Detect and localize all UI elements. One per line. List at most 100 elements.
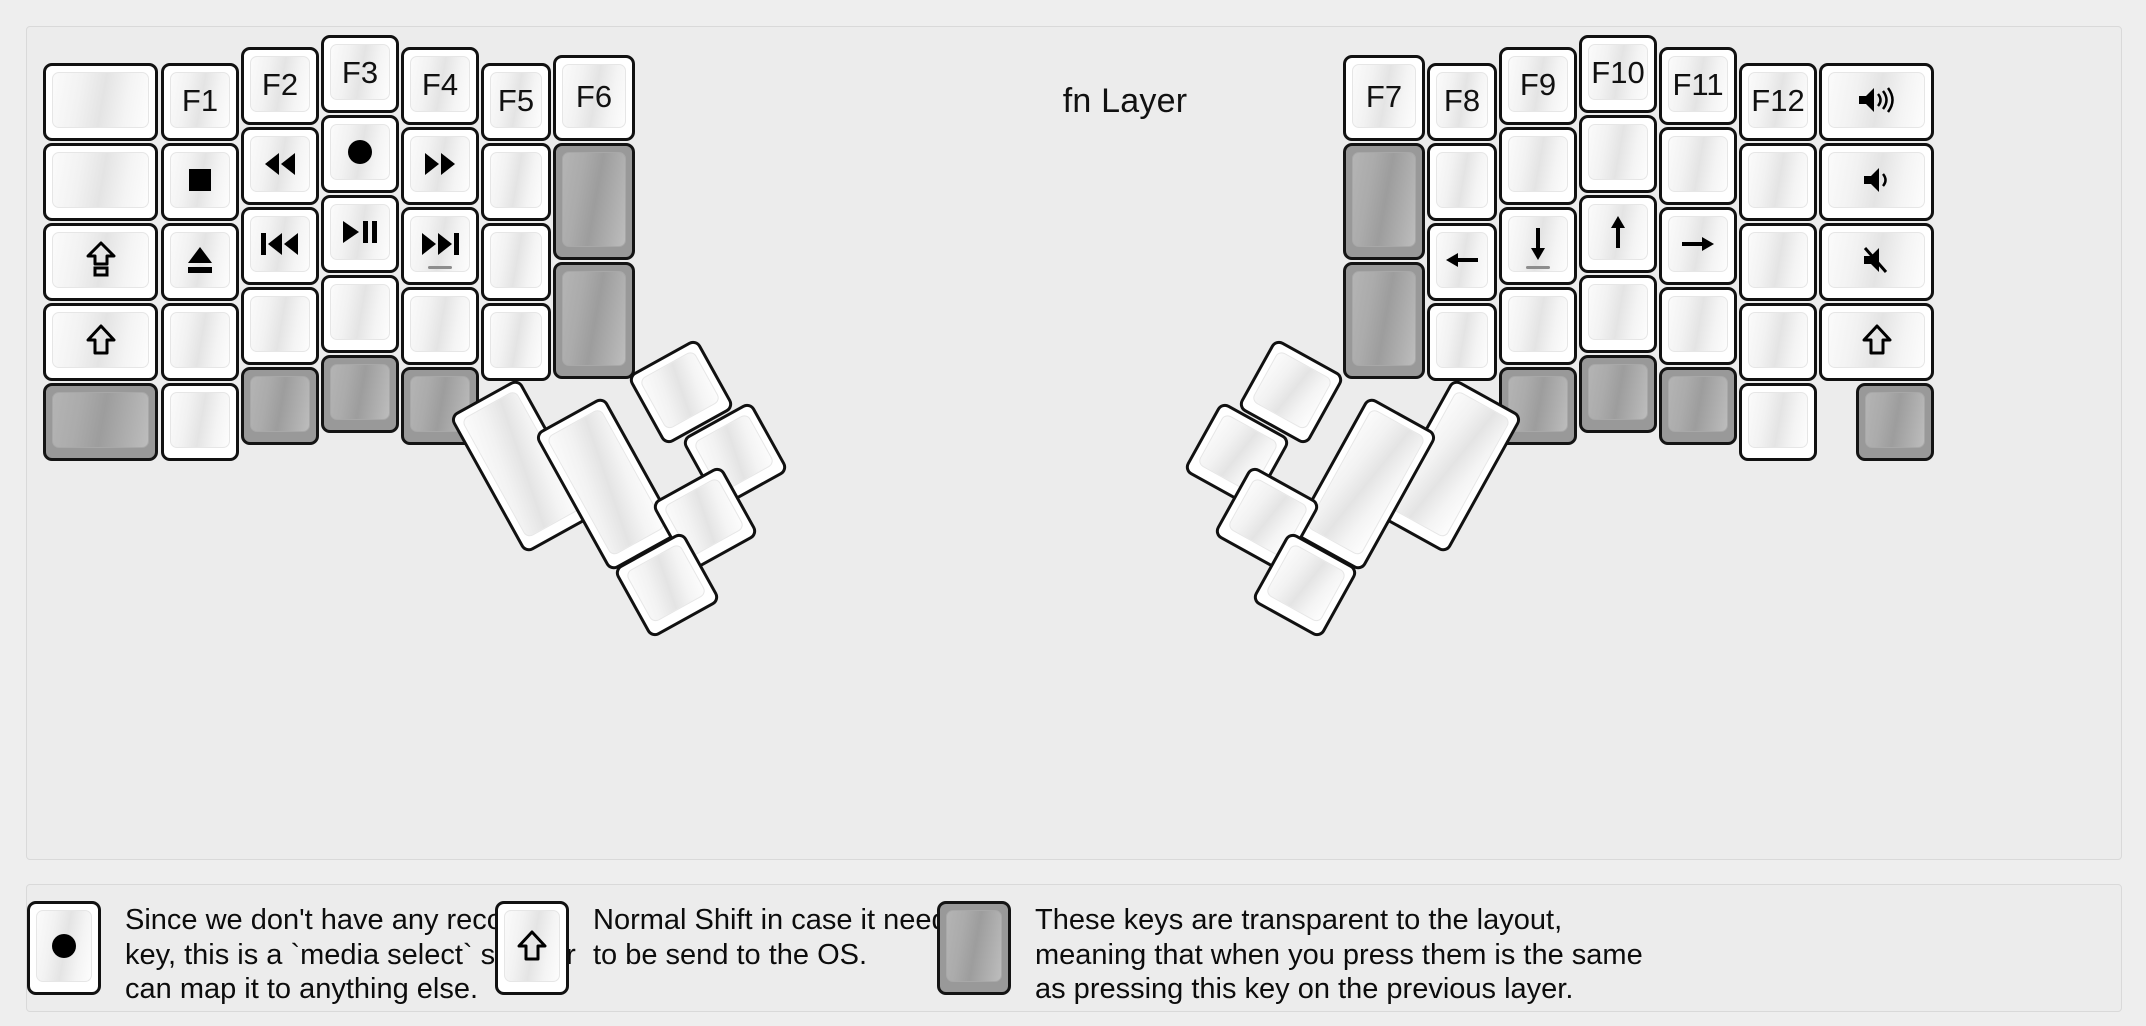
key-label: F5 (497, 82, 535, 118)
key-f12[interactable]: F12 (1739, 63, 1817, 141)
keycap-surface (330, 204, 390, 260)
key-blank[interactable] (161, 303, 239, 381)
key-blank[interactable] (161, 383, 239, 461)
keycap-surface (1828, 312, 1925, 368)
keycap-surface (52, 312, 149, 368)
key-blank[interactable] (481, 223, 551, 301)
key-blank[interactable] (241, 287, 319, 365)
key-blank[interactable] (1499, 287, 1577, 365)
keycap-surface (504, 910, 560, 982)
keycap-surface (1508, 136, 1568, 192)
fast-forward-icon (425, 153, 455, 175)
key-blank[interactable] (401, 287, 479, 365)
key-volume-down[interactable] (1819, 143, 1934, 221)
keycap-surface (1508, 296, 1568, 352)
key-f1[interactable]: F1 (161, 63, 239, 141)
key-f5[interactable]: F5 (481, 63, 551, 141)
volume-mute-icon (1863, 247, 1887, 273)
key-arrow-down[interactable] (1499, 207, 1577, 285)
key-media-play-pause[interactable] (321, 195, 399, 273)
key-shift[interactable] (43, 303, 158, 381)
keycap-surface (1748, 232, 1808, 288)
key-media-fast-forward[interactable] (401, 127, 479, 205)
key-transparent[interactable] (1579, 355, 1657, 433)
key-media-eject[interactable] (161, 223, 239, 301)
key-blank[interactable] (1739, 223, 1817, 301)
key-blank[interactable] (481, 143, 551, 221)
key-label: F10 (1591, 54, 1645, 90)
arrow-up-icon (1611, 216, 1625, 248)
key-f8[interactable]: F8 (1427, 63, 1497, 141)
keycap-surface (1250, 349, 1334, 431)
keycap-surface (410, 136, 470, 192)
key-f9[interactable]: F9 (1499, 47, 1577, 125)
homing-bar-indicator (428, 266, 452, 269)
key-media-prev-track[interactable] (241, 207, 319, 285)
keycap-surface (490, 232, 542, 288)
key-f3[interactable]: F3 (321, 35, 399, 113)
keycap-surface (1668, 376, 1728, 432)
key-caps-lock[interactable] (43, 223, 158, 301)
key-blank[interactable] (1427, 303, 1497, 381)
page-title: fn Layer (1062, 82, 1188, 120)
key-transparent[interactable] (553, 143, 635, 260)
key-transparent[interactable] (553, 262, 635, 379)
key-f2[interactable]: F2 (241, 47, 319, 125)
caps-lock-icon (86, 241, 115, 277)
keycap-surface (410, 216, 470, 272)
keycap-surface (250, 376, 310, 432)
next-track-icon (422, 233, 459, 255)
key-shift[interactable] (1819, 303, 1934, 381)
key-arrow-left[interactable] (1427, 223, 1497, 301)
key-blank[interactable] (1659, 127, 1737, 205)
key-blank[interactable] (481, 303, 551, 381)
keycap-surface (52, 232, 149, 288)
key-arrow-up[interactable] (1579, 195, 1657, 273)
key-volume-up[interactable] (1819, 63, 1934, 141)
key-f6[interactable]: F6 (553, 55, 635, 141)
key-f4[interactable]: F4 (401, 47, 479, 125)
key-transparent[interactable] (1343, 143, 1425, 260)
legend-description: These keys are transparent to the layout… (1035, 904, 1643, 1005)
key-label: F12 (1751, 82, 1805, 118)
key-f11[interactable]: F11 (1659, 47, 1737, 125)
key-blank[interactable] (1499, 127, 1577, 205)
key-label: F6 (575, 78, 613, 114)
key-blank[interactable] (43, 63, 158, 141)
key-transparent[interactable] (1659, 367, 1737, 445)
key-blank[interactable] (1579, 115, 1657, 193)
legend-key-sample (27, 901, 101, 995)
key-blank[interactable] (43, 143, 158, 221)
legend-key-sample (495, 901, 569, 995)
key-media-record[interactable] (321, 115, 399, 193)
key-arrow-right[interactable] (1659, 207, 1737, 285)
key-blank[interactable] (1739, 303, 1817, 381)
key-blank[interactable] (1579, 275, 1657, 353)
key-blank[interactable] (1427, 143, 1497, 221)
keycap-surface (170, 152, 230, 208)
keycap-surface (330, 284, 390, 340)
key-transparent[interactable] (1343, 262, 1425, 379)
key-blank[interactable] (1739, 143, 1817, 221)
keycap-surface (1748, 152, 1808, 208)
keycap-surface (1588, 364, 1648, 420)
keycap-surface (638, 349, 722, 431)
keycap-surface (1588, 284, 1648, 340)
key-blank[interactable] (1739, 383, 1817, 461)
key-transparent[interactable] (241, 367, 319, 445)
key-f10[interactable]: F10 (1579, 35, 1657, 113)
key-media-rewind[interactable] (241, 127, 319, 205)
key-media-next-track[interactable] (401, 207, 479, 285)
key-blank[interactable] (321, 275, 399, 353)
key-media-stop[interactable] (161, 143, 239, 221)
key-transparent[interactable] (43, 383, 158, 461)
key-volume-mute[interactable] (1819, 223, 1934, 301)
key-transparent[interactable] (1856, 383, 1934, 461)
key-blank[interactable] (1659, 287, 1737, 365)
key-transparent[interactable] (321, 355, 399, 433)
key-label: F4 (421, 66, 459, 102)
legend-bar: Since we don't have any recording key, t… (26, 884, 2122, 1012)
legend-key-sample (937, 901, 1011, 995)
key-f7[interactable]: F7 (1343, 55, 1425, 141)
keycap-surface (170, 392, 230, 448)
